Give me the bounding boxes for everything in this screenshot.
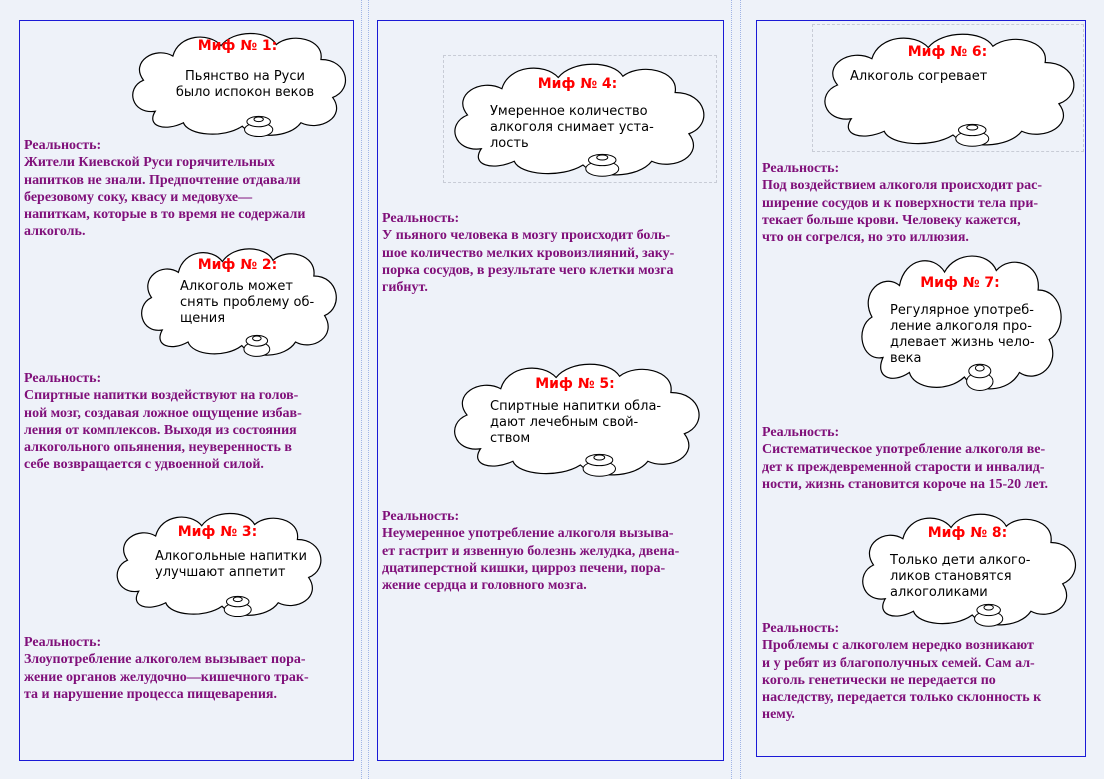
reality-label: Реальность: xyxy=(24,635,102,650)
reality-text: Проблемы с алкоголем нередко возникают и… xyxy=(762,638,1042,723)
reality-text: Под воздействием алкоголя происходит рас… xyxy=(762,178,1043,246)
cloud-shape-icon xyxy=(850,245,1070,395)
myth-cloud-5[interactable]: Миф № 5: Спиртные напитки обла- дают леч… xyxy=(440,355,710,480)
cloud-shape-icon xyxy=(440,55,715,180)
column-3 xyxy=(756,20,1086,757)
reality-block-8: Реальность: Проблемы с алкоголем нередко … xyxy=(762,620,1041,724)
myth-title: Миф № 6: xyxy=(907,44,988,60)
cloud-shape-icon xyxy=(130,240,345,360)
myth-title: Миф № 8: xyxy=(927,525,1008,541)
cloud-shape-icon xyxy=(850,505,1085,630)
reality-label: Реальность: xyxy=(382,211,460,226)
myth-title: Миф № 3: xyxy=(177,524,258,540)
selection-frame xyxy=(443,55,717,183)
myth-cloud-4[interactable]: Миф № 4: Умеренное количество алкоголя с… xyxy=(440,55,715,180)
myth-text: Умеренное количество алкоголя снимает ус… xyxy=(490,104,654,151)
reality-text: У пьяного человека в мозгу происходит бо… xyxy=(382,228,675,296)
cloud-shape-icon xyxy=(810,25,1085,150)
cloud-shape-icon xyxy=(105,505,330,620)
reality-text: Жители Киевской Руси горячительных напит… xyxy=(24,155,306,240)
myth-text: Спиртные напитки обла- дают лечебным сво… xyxy=(490,399,662,446)
myth-cloud-7[interactable]: Миф № 7: Регулярное употреб- ление алког… xyxy=(850,245,1070,395)
myth-text: Только дети алкого- ликов становятся алк… xyxy=(890,553,1031,600)
column-guide xyxy=(740,0,741,779)
column-2 xyxy=(377,20,724,761)
reality-block-6: Реальность: Под воздействием алкоголя про… xyxy=(762,160,1042,246)
selection-frame xyxy=(812,24,1084,152)
reality-block-5: Реальность: Неумеренное употребление алко… xyxy=(382,508,679,594)
reality-block-3: Реальность: Злоупотребление алкоголем выз… xyxy=(24,634,309,703)
reality-label: Реальность: xyxy=(24,371,102,386)
myth-cloud-3[interactable]: Миф № 3: Алкогольные напитки улучшают ап… xyxy=(105,505,330,620)
reality-label: Реальность: xyxy=(762,161,840,176)
myth-text: Алкоголь может снять проблему об- щения xyxy=(180,279,315,326)
myth-title: Миф № 2: xyxy=(197,257,278,273)
myth-text: Пьянство на Руси было испокон веков xyxy=(175,69,315,100)
myth-cloud-8[interactable]: Миф № 8: Только дети алкого- ликов стано… xyxy=(850,505,1085,630)
myth-cloud-2[interactable]: Миф № 2: Алкоголь может снять проблему о… xyxy=(130,240,345,360)
myth-title: Миф № 1: xyxy=(197,38,278,54)
myth-title: Миф № 4: xyxy=(537,76,618,92)
reality-label: Реальность: xyxy=(762,425,840,440)
myth-text: Регулярное употреб- ление алкоголя про- … xyxy=(890,303,1035,366)
reality-block-7: Реальность: Систематическое употребление … xyxy=(762,424,1048,493)
column-1 xyxy=(19,20,354,761)
myth-cloud-1[interactable]: Миф № 1: Пьянство на Руси было испокон в… xyxy=(120,25,355,140)
reality-text: Неумеренное употребление алкоголя вызыва… xyxy=(382,526,680,594)
reality-label: Реальность: xyxy=(762,621,840,636)
reality-text: Систематическое употребление алкоголя ве… xyxy=(762,442,1049,492)
reality-label: Реальность: xyxy=(24,138,102,153)
myth-text: Алкоголь согревает xyxy=(850,69,988,84)
reality-text: Злоупотребление алкоголем вызывает пора-… xyxy=(24,652,309,702)
myth-title: Миф № 7: xyxy=(920,275,1000,291)
column-guide xyxy=(368,0,369,779)
myth-title: Миф № 5: xyxy=(535,376,615,392)
reality-block-2: Реальность: Спиртные напитки воздействуют… xyxy=(24,370,302,474)
reality-text: Спиртные напитки воздействуют на голов- … xyxy=(24,388,302,473)
reality-block-4: Реальность: У пьяного человека в мозгу пр… xyxy=(382,210,674,296)
cloud-shape-icon xyxy=(440,355,710,480)
reality-block-1: Реальность: Жители Киевской Руси горячите… xyxy=(24,137,305,241)
column-guide xyxy=(361,0,362,779)
myth-cloud-6[interactable]: Миф № 6: Алкоголь согревает xyxy=(810,25,1085,150)
myth-text: Алкогольные напитки улучшают аппетит xyxy=(155,549,307,580)
reality-label: Реальность: xyxy=(382,509,460,524)
column-guide xyxy=(731,0,732,779)
cloud-shape-icon xyxy=(120,25,355,140)
